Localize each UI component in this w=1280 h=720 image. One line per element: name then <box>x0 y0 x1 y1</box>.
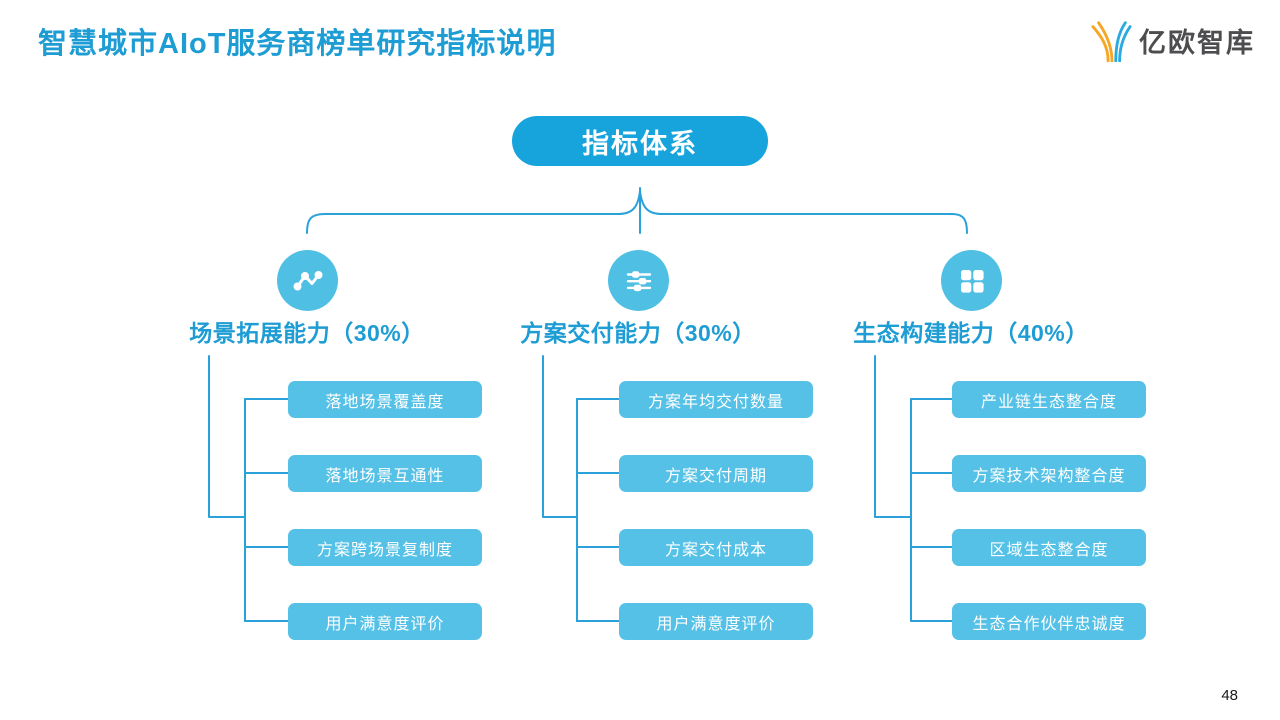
indicator-box: 落地场景覆盖度 <box>288 381 482 418</box>
page-title: 智慧城市AIoT服务商榜单研究指标说明 <box>38 28 557 60</box>
root-node: 指标体系 <box>512 116 768 166</box>
indicator-box: 方案年均交付数量 <box>619 381 813 418</box>
indicator-box: 落地场景互通性 <box>288 455 482 492</box>
indicator-box: 方案技术架构整合度 <box>952 455 1146 492</box>
column-ecosystem-building: 生态构建能力（40%） 产业链生态整合度 方案技术架构整合度 区域生态整合度 生… <box>806 250 1146 650</box>
indicator-box: 产业链生态整合度 <box>952 381 1146 418</box>
column-header: 生态构建能力（40%） <box>853 320 1089 346</box>
grid-icon <box>941 250 1002 311</box>
logo-text: 亿欧智库 <box>1139 27 1255 58</box>
column-scene-expansion: 场景拓展能力（30%） 落地场景覆盖度 落地场景互通性 方案跨场景复制度 用户满… <box>142 250 482 650</box>
page-number: 48 <box>1221 687 1238 704</box>
column-solution-delivery: 方案交付能力（30%） 方案年均交付数量 方案交付周期 方案交付成本 用户满意度… <box>473 250 813 650</box>
indicator-box: 用户满意度评价 <box>288 603 482 640</box>
indicator-box: 生态合作伙伴忠诚度 <box>952 603 1146 640</box>
eo-y-mark-icon <box>1091 21 1132 62</box>
logo: 亿欧智库 <box>1090 18 1255 62</box>
pulse-chart-icon <box>277 250 338 311</box>
indicator-box: 方案交付周期 <box>619 455 813 492</box>
root-node-label: 指标体系 <box>582 128 698 159</box>
sliders-icon <box>608 250 669 311</box>
indicator-box: 方案跨场景复制度 <box>288 529 482 566</box>
indicator-box: 区域生态整合度 <box>952 529 1146 566</box>
column-header: 场景拓展能力（30%） <box>189 320 425 346</box>
indicator-box: 方案交付成本 <box>619 529 813 566</box>
indicator-box: 用户满意度评价 <box>619 603 813 640</box>
column-header: 方案交付能力（30%） <box>520 320 756 346</box>
